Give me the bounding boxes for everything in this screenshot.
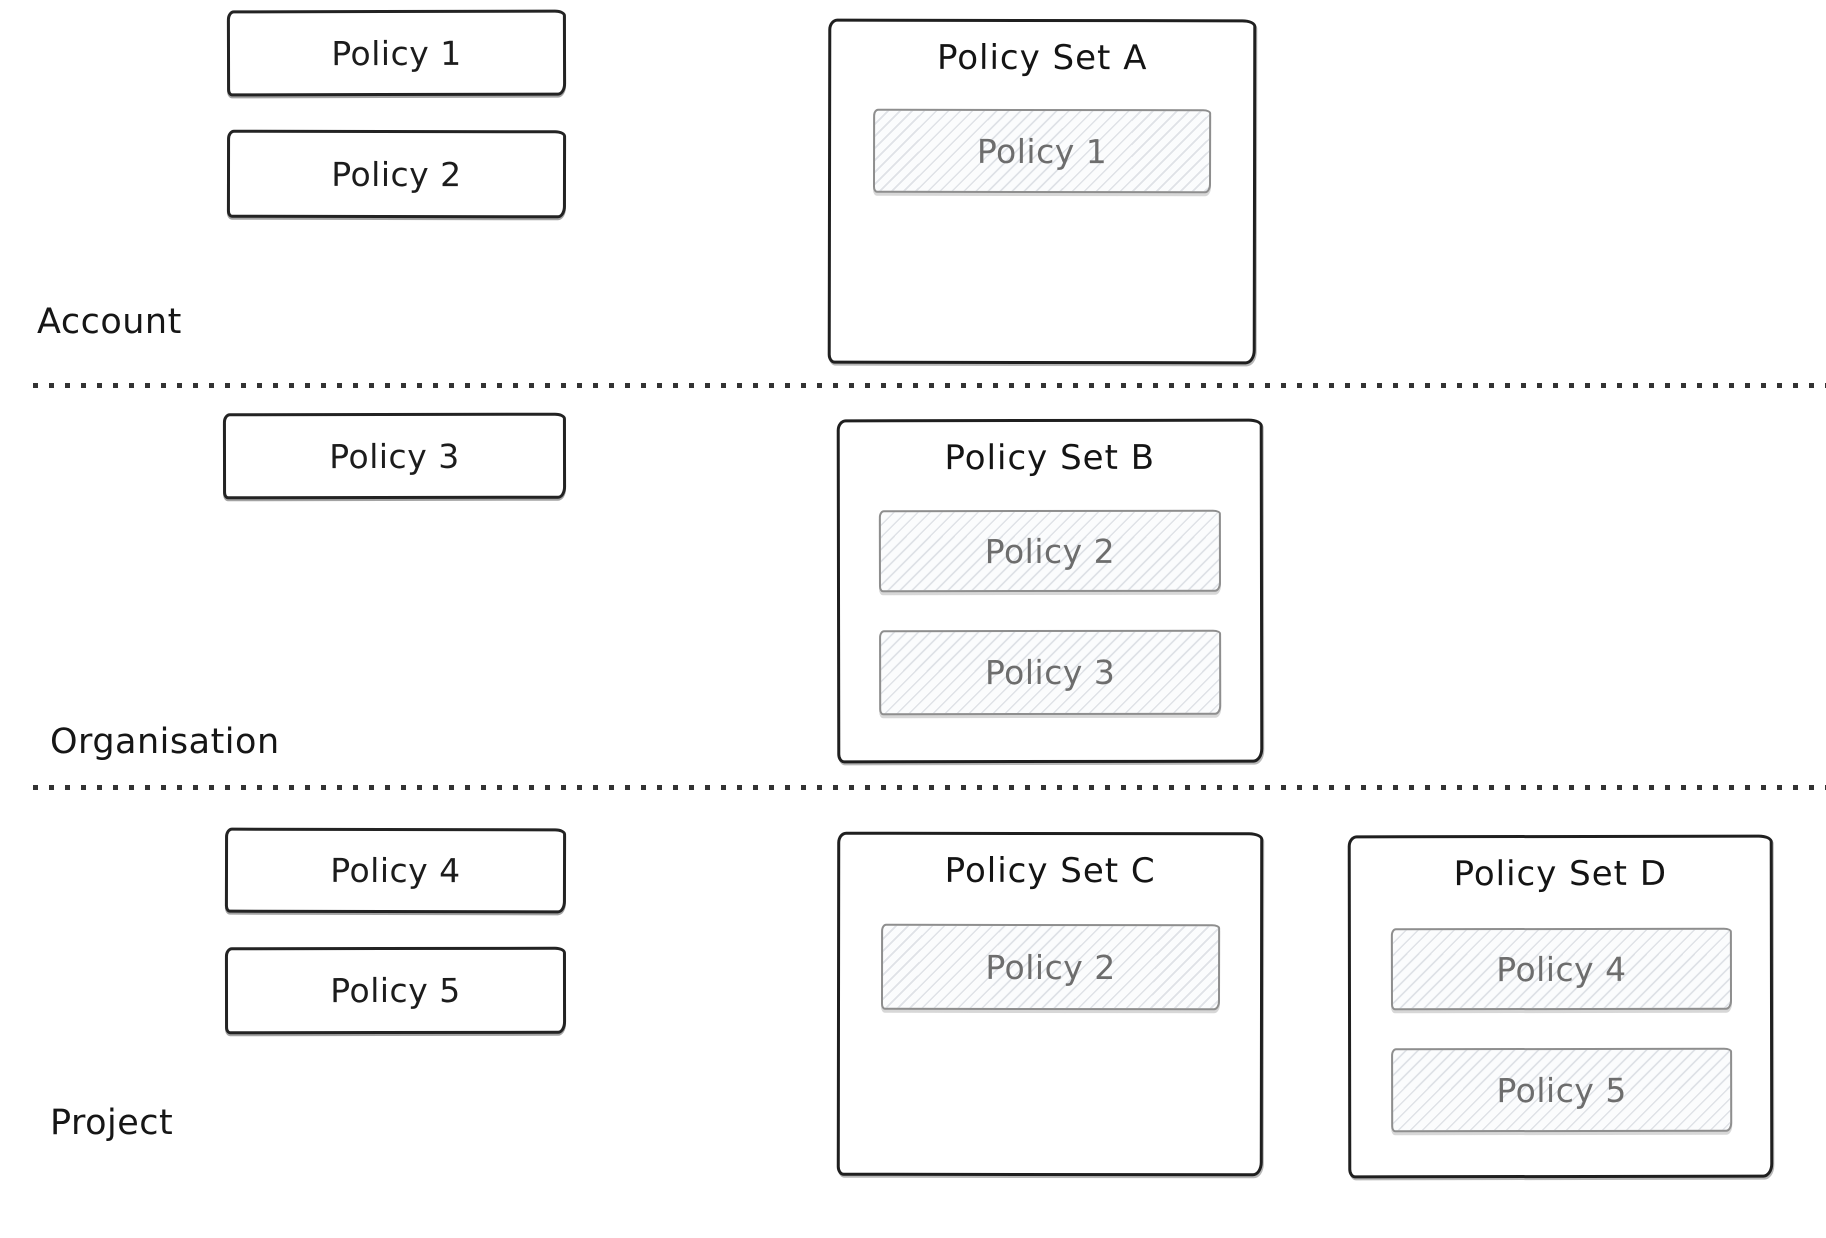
policy-set-a-member-policy-1: Policy 1 [872, 108, 1212, 194]
divider-organisation-project [33, 785, 1826, 790]
policy-set-b-member-policy-3: Policy 3 [879, 629, 1222, 716]
policy-set-a-title: Policy Set A [936, 37, 1148, 79]
policy-5-box: Policy 5 [224, 946, 567, 1035]
policy-set-d-container: Policy Set D Policy 4 Policy 5 [1347, 834, 1774, 1179]
policy-3-box: Policy 3 [222, 412, 567, 500]
policy-set-b-container: Policy Set B Policy 2 Policy 3 [836, 418, 1264, 764]
policy-set-b-title: Policy Set B [944, 437, 1156, 479]
policy-set-c-container: Policy Set C Policy 2 [836, 831, 1264, 1177]
section-label-account: Account [37, 302, 182, 342]
policy-set-d-title: Policy Set D [1453, 853, 1668, 895]
policy-4-box: Policy 4 [224, 827, 567, 914]
section-label-project: Project [50, 1103, 174, 1143]
policy-set-b-member-policy-2: Policy 2 [878, 509, 1222, 593]
policy-1-box: Policy 1 [226, 9, 567, 97]
policy-set-c-member-policy-2: Policy 2 [880, 923, 1221, 1011]
policy-set-a-container: Policy Set A Policy 1 [827, 18, 1257, 365]
policy-2-box: Policy 2 [226, 129, 567, 219]
divider-account-organisation [33, 383, 1826, 388]
policy-set-d-member-policy-4: Policy 4 [1390, 927, 1733, 1011]
policy-set-c-title: Policy Set C [944, 850, 1156, 892]
policy-set-d-member-policy-5: Policy 5 [1391, 1047, 1733, 1133]
section-label-organisation: Organisation [50, 722, 280, 762]
